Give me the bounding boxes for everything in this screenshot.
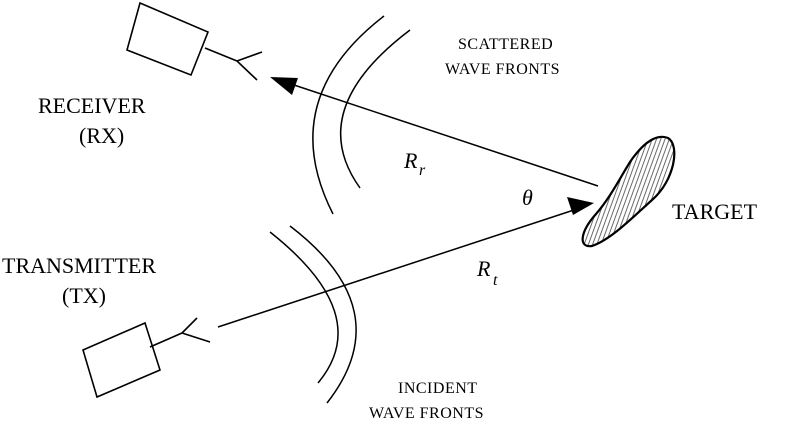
scattered-wave-fronts — [312, 15, 411, 215]
incident-ray — [217, 197, 594, 328]
receiver-abbr-label: (RX) — [79, 123, 124, 148]
receiver-icon — [126, 1, 263, 81]
angle-theta-symbol: θ — [522, 185, 533, 210]
transmitter-abbr-label: (TX) — [62, 283, 106, 308]
scattered-label-line2: WAVE FRONTS — [445, 61, 560, 78]
range-tx-symbol: R t — [476, 256, 498, 289]
incident-label-line2: WAVE FRONTS — [369, 405, 484, 422]
transmitter-icon — [82, 317, 211, 399]
incident-label-line1: INCIDENT — [398, 380, 478, 397]
svg-text:R: R — [403, 148, 418, 173]
receiver-label: RECEIVER — [38, 93, 146, 118]
svg-text:r: r — [419, 162, 426, 179]
target-icon — [581, 135, 676, 248]
incident-wave-fronts — [269, 225, 357, 404]
svg-text:t: t — [493, 272, 498, 289]
scattered-ray — [270, 77, 599, 187]
scattered-label-line1: SCATTERED — [458, 36, 553, 53]
target-label: TARGET — [672, 199, 758, 224]
range-rx-symbol: R r — [403, 148, 426, 179]
svg-text:R: R — [476, 256, 491, 281]
transmitter-label: TRANSMITTER — [2, 253, 156, 278]
